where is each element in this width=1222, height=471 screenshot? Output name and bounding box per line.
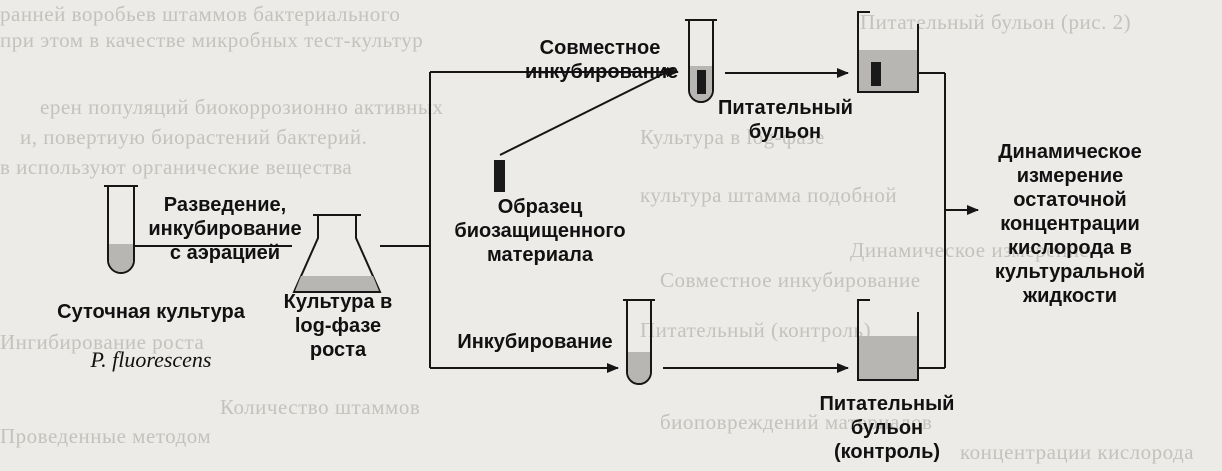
bleed-through-line: Проведенные методом [0, 424, 212, 448]
label-log-phase: Культура в log-фазе роста [283, 291, 393, 361]
bleed-through-line: Культура в log-фазе [640, 125, 825, 149]
liquid-broth-control [859, 336, 917, 379]
material-strip-in-broth [871, 62, 881, 86]
material-sample-strip [494, 160, 505, 192]
label-incubation: Инкубирование [457, 331, 613, 353]
bleed-through-line: Динамическое измерение [850, 238, 1090, 262]
label-daily-culture-text: Суточная культура [57, 301, 245, 323]
bleed-through-line: культура штамма подобной [640, 183, 898, 207]
bleed-through-line: в используют органические вещества [0, 155, 353, 179]
label-nutrient-broth: Питательный бульон [718, 97, 853, 143]
bleed-through-line: Совместное инкубирование [660, 268, 921, 292]
label-material-sample: Образец биозащищенного материала [454, 196, 626, 266]
arrow-sample-to-coincubation [499, 67, 676, 156]
bleed-through-line: биоповреждений материалов [660, 410, 933, 434]
label-coincubation: Совместное инкубирование [525, 37, 679, 83]
liquid-incubation [628, 352, 650, 383]
bleed-through-line: при этом в качестве микробных тест-культ… [0, 28, 424, 52]
bleed-through-line: концентрации кислорода [960, 440, 1195, 464]
bleed-through-line: и, повертиую биорастений бактерий. [20, 125, 368, 149]
flask-log-phase [292, 214, 382, 293]
test-tube-incubation [623, 299, 655, 385]
material-strip-in-tube [697, 70, 706, 94]
label-dilution: Разведение, инкубирование с аэрацией [148, 194, 302, 264]
bleed-through-line: Питательный бульон (рис. 2) [860, 10, 1132, 34]
beaker-broth [857, 11, 919, 93]
liquid-flask [295, 276, 379, 291]
label-daily-culture: Суточная культура P. fluorescens [44, 276, 258, 396]
liquid-daily-culture [109, 244, 133, 272]
bleed-through-line: ранней воробьев штаммов бактериального [0, 2, 401, 26]
test-tube-daily-culture [104, 185, 138, 274]
bleed-through-line: Питательный (контроль) [640, 318, 872, 342]
label-species-name: P. fluorescens [90, 347, 212, 372]
liquid-broth [859, 50, 917, 91]
test-tube-coincubation [685, 19, 717, 103]
label-oxygen-measurement: Динамическое измерение остаточной концен… [994, 141, 1146, 307]
bleed-through-line: ерен популяций биокоррозионно активных [40, 95, 444, 119]
bleed-through-line: Ингибирование роста [0, 330, 205, 354]
bleed-through-line: Количество штаммов [220, 395, 421, 419]
label-nutrient-broth-control: Питательный бульон (контроль) [819, 393, 955, 463]
beaker-broth-control [857, 299, 919, 381]
